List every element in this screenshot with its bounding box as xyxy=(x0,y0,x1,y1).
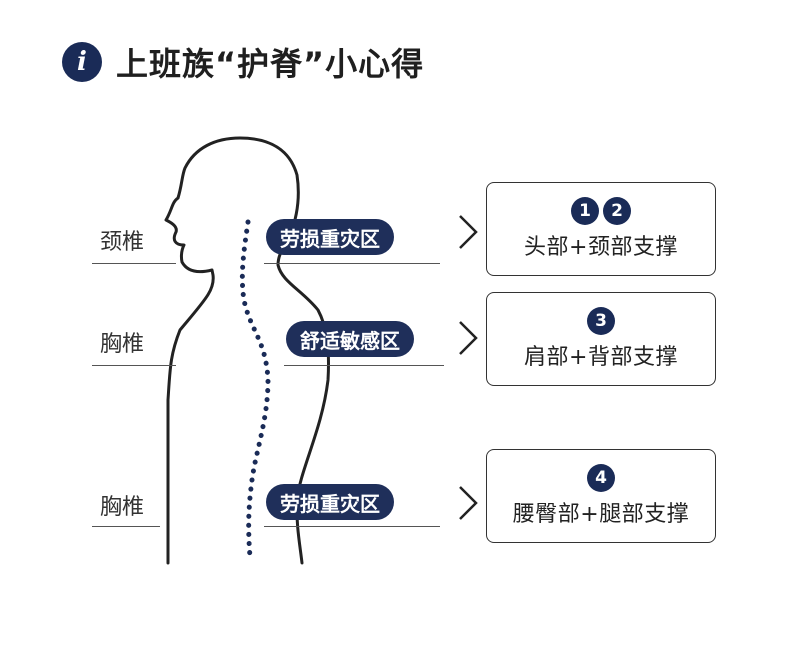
number-badge: 2 xyxy=(603,197,631,225)
support-card-1: 1 2 头部+颈部支撑 xyxy=(486,182,716,276)
segment-label-3: 胸椎 xyxy=(100,489,144,521)
segment-underline-3a xyxy=(92,526,160,527)
badge-group-1: 1 2 xyxy=(571,197,631,225)
support-text-2: 肩部+背部支撑 xyxy=(524,339,678,371)
tag-pill-2: 舒适敏感区 xyxy=(286,321,414,357)
segment-underline-2b xyxy=(284,365,444,366)
segment-label-2: 胸椎 xyxy=(100,326,144,358)
support-text-1: 头部+颈部支撑 xyxy=(524,229,678,261)
number-badge: 1 xyxy=(571,197,599,225)
spine-dotted-line xyxy=(242,222,268,557)
chevron-right-icon xyxy=(456,483,480,523)
badge-group-2: 3 xyxy=(587,307,615,335)
segment-underline-1b xyxy=(264,263,440,264)
tag-pill-1: 劳损重灾区 xyxy=(266,219,394,255)
segment-underline-2a xyxy=(92,365,176,366)
support-card-2: 3 肩部+背部支撑 xyxy=(486,292,716,386)
segment-label-1: 颈椎 xyxy=(100,224,144,256)
segment-underline-1a xyxy=(92,263,176,264)
segment-underline-3b xyxy=(264,526,440,527)
support-text-3: 腰臀部+腿部支撑 xyxy=(513,496,689,528)
badge-group-3: 4 xyxy=(587,464,615,492)
tag-pill-3: 劳损重灾区 xyxy=(266,484,394,520)
number-badge: 3 xyxy=(587,307,615,335)
number-badge: 4 xyxy=(587,464,615,492)
chevron-right-icon xyxy=(456,212,480,252)
chevron-right-icon xyxy=(456,318,480,358)
support-card-3: 4 腰臀部+腿部支撑 xyxy=(486,449,716,543)
